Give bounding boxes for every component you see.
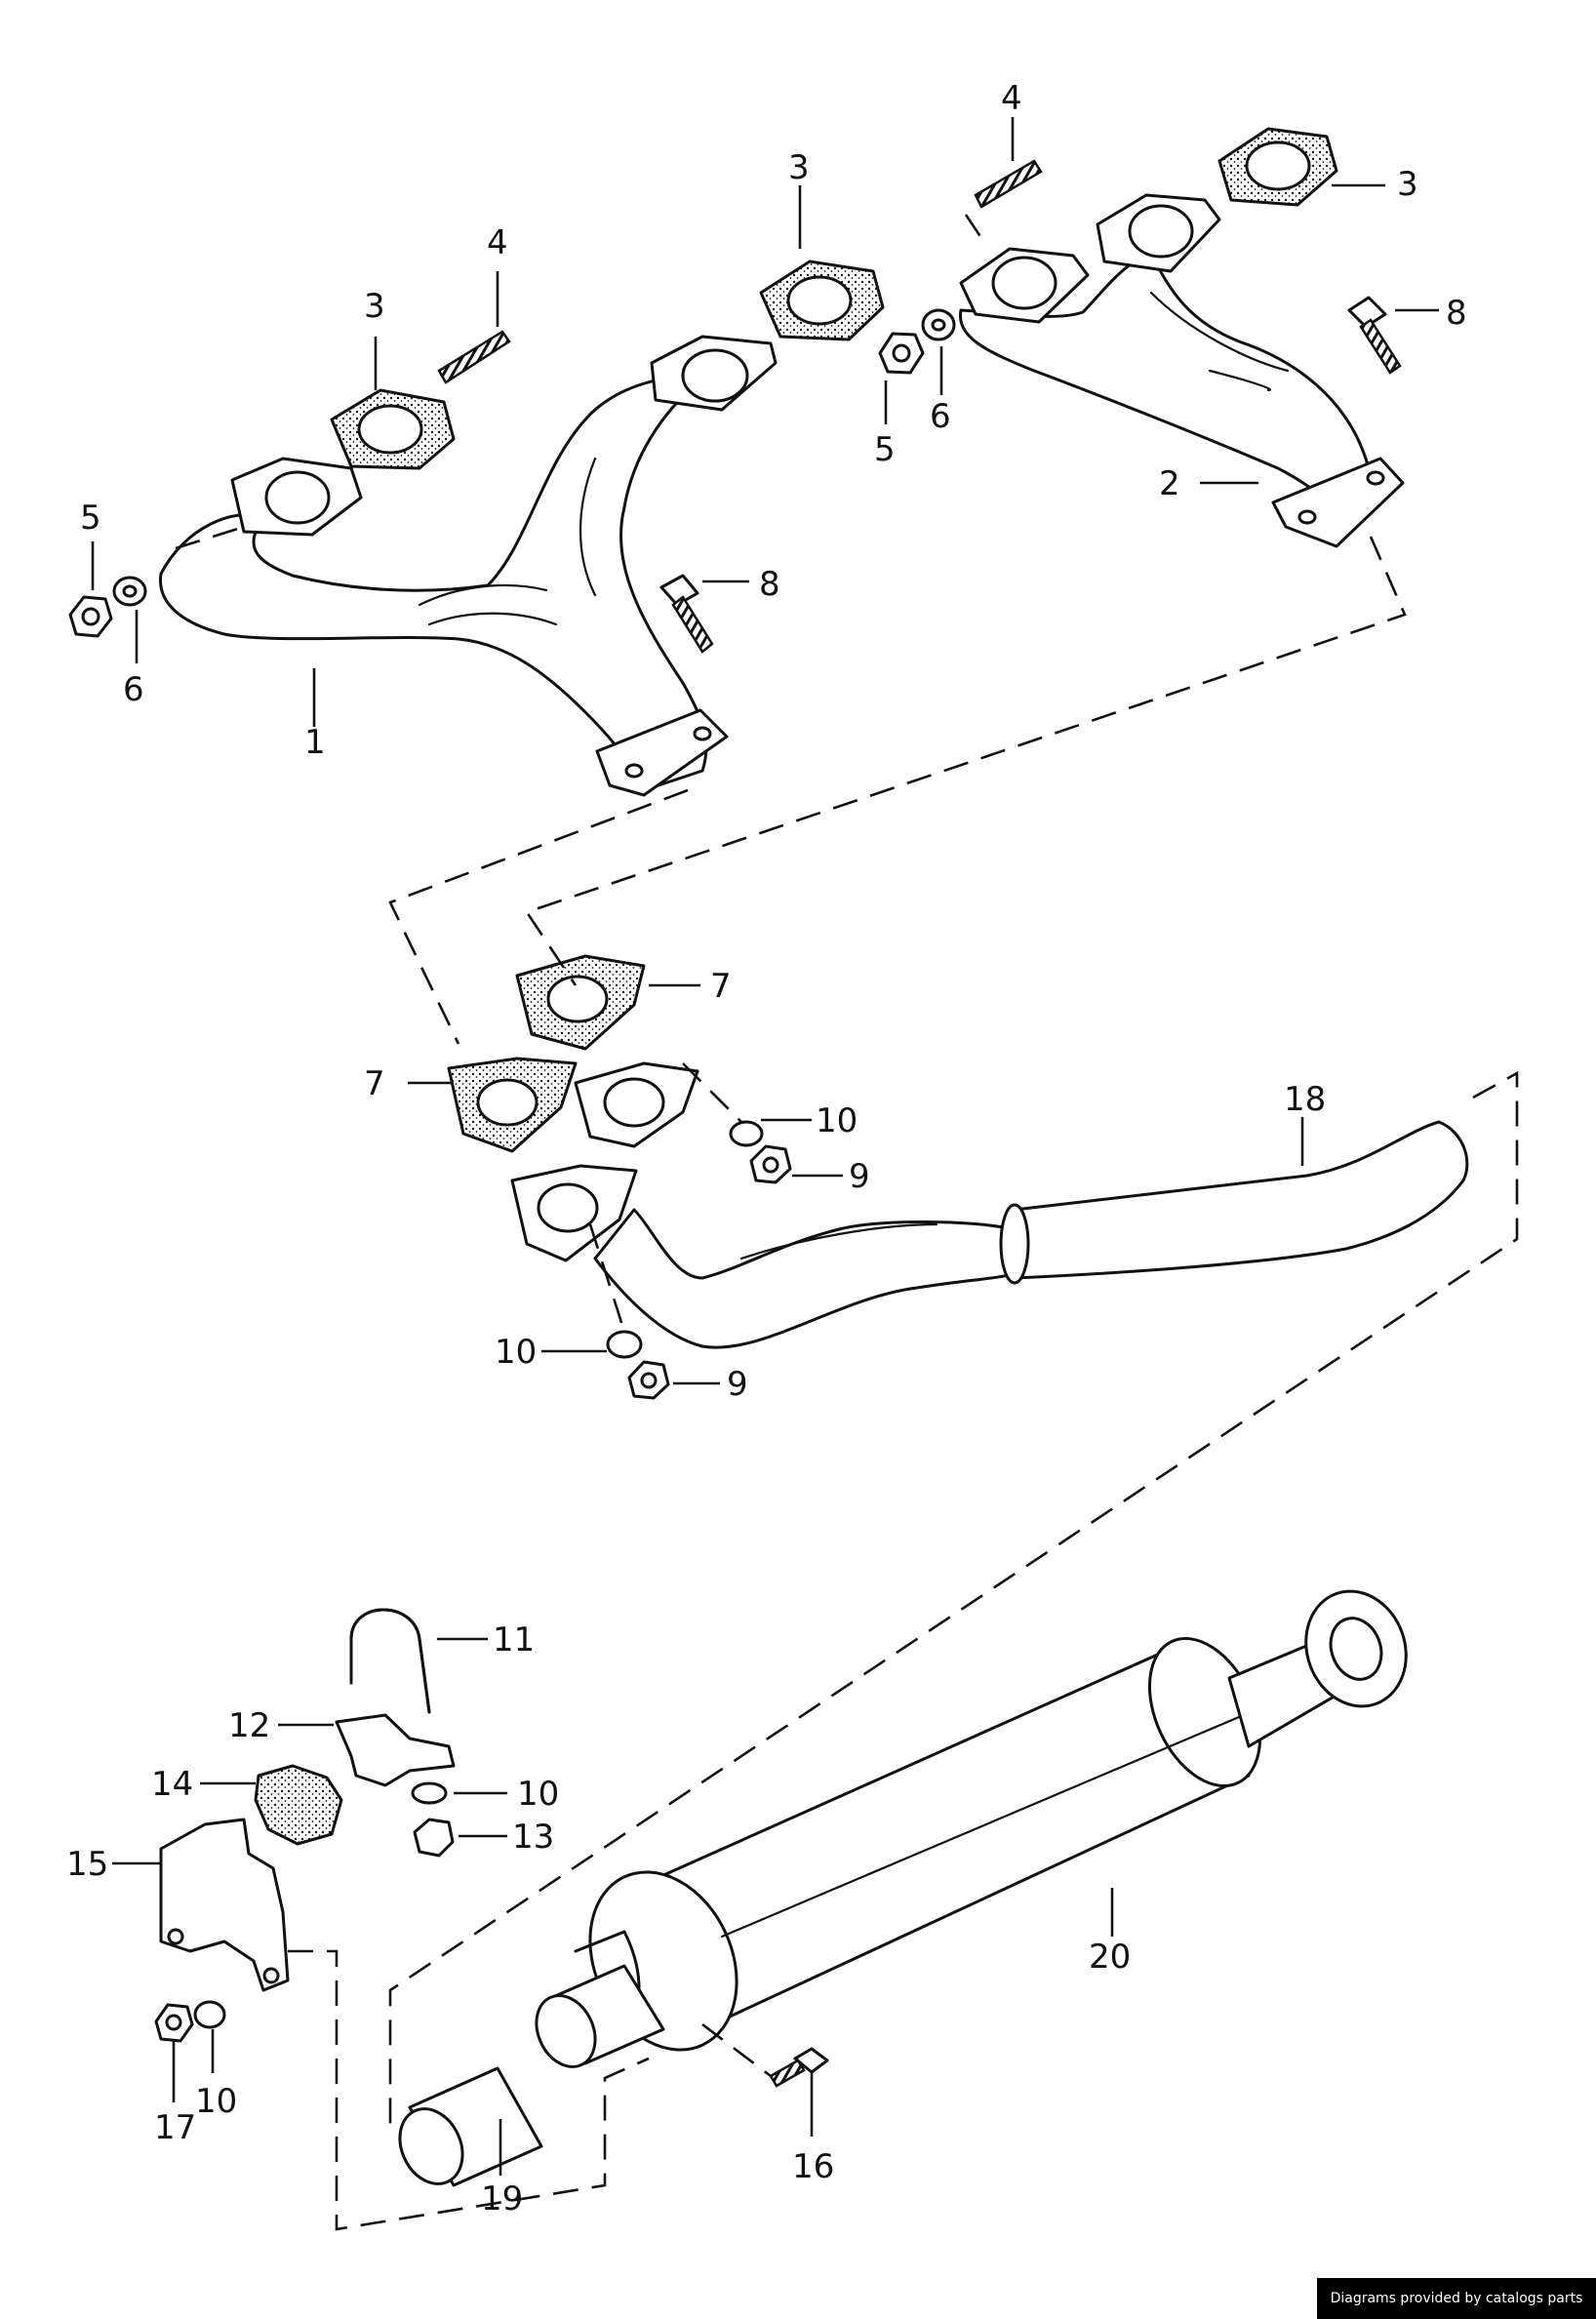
part-12-clamp-plate [335, 1713, 456, 1787]
part-7-gasket-lower [447, 1057, 578, 1153]
callout-4-right: 4 [1001, 79, 1022, 118]
callout-10-lower: 10 [495, 1333, 537, 1372]
callout-9-lower: 9 [727, 1365, 748, 1404]
callout-6-left: 6 [123, 670, 144, 709]
callout-12: 12 [228, 1706, 270, 1745]
callout-3-left: 3 [364, 287, 385, 326]
callout-18: 18 [1284, 1080, 1326, 1119]
part-19-tail-pipe-sleeve [398, 1964, 665, 2187]
part-10-washer-bracket [411, 1781, 448, 1805]
part-9-nut-lower [627, 1360, 670, 1400]
callout-10-bottom: 10 [195, 2082, 237, 2121]
part-2-right-exhaust-manifold [958, 193, 1405, 548]
callout-7-upper: 7 [710, 967, 732, 1006]
part-3-gasket-center [759, 260, 885, 341]
callout-9-upper: 9 [849, 1157, 870, 1196]
callout-16: 16 [792, 2147, 834, 2186]
callout-10-upper: 10 [816, 1101, 858, 1140]
part-11-u-bolt [349, 1608, 431, 1714]
callout-17: 17 [154, 2108, 196, 2147]
part-16-bolt [769, 2047, 829, 2088]
callout-5-left: 5 [80, 499, 101, 538]
callout-13: 13 [512, 1818, 554, 1857]
part-10-washer-bottom [193, 2000, 226, 2029]
part-8-bolt-right [1347, 296, 1402, 375]
part-4-stud-right [974, 159, 1043, 209]
part-13-nut-bracket [413, 1818, 455, 1858]
part-6-washer-left [112, 576, 147, 607]
part-3-gasket-left [330, 388, 456, 470]
part-7-gasket-upper [515, 954, 646, 1051]
callout-1: 1 [304, 723, 326, 762]
part-20-muffler [574, 1589, 1408, 2052]
callout-11: 11 [493, 1620, 535, 1659]
footer-credit: Diagrams provided by catalogs parts [1317, 2278, 1596, 2319]
part-18-front-exhaust-pipe [510, 1061, 1469, 1349]
leader-lines [91, 117, 1439, 2176]
callout-5-right: 5 [874, 430, 896, 469]
part-6-washer-right [921, 308, 956, 341]
callout-7-lower: 7 [364, 1064, 385, 1103]
part-1-left-exhaust-manifold [158, 335, 778, 797]
part-10-washer-upper [729, 1120, 764, 1147]
callout-3-right: 3 [1397, 165, 1418, 204]
callout-10-bracket: 10 [517, 1775, 559, 1814]
part-14-rubber-mount [254, 1764, 343, 1846]
part-17-nut [154, 2003, 194, 2043]
callout-4-left: 4 [487, 223, 508, 262]
part-4-stud-left [437, 330, 511, 384]
callout-15: 15 [66, 1845, 108, 1884]
callout-2: 2 [1159, 464, 1180, 503]
callout-8-right: 8 [1446, 294, 1467, 333]
part-9-nut-upper [749, 1144, 792, 1184]
callout-8-left: 8 [759, 565, 780, 604]
part-8-bolt-left [659, 574, 714, 654]
part-3-gasket-right [1217, 127, 1338, 207]
callout-19: 19 [481, 2179, 523, 2219]
part-5-nut-right [878, 332, 925, 375]
part-15-hanger-bracket [159, 1818, 290, 1992]
callout-3-center: 3 [788, 148, 810, 187]
callout-labels: 5 6 1 3 4 3 4 3 8 2 5 6 8 7 7 10 9 18 10… [66, 79, 1467, 2219]
part-5-nut-left [68, 595, 113, 638]
callout-20: 20 [1089, 1938, 1131, 1977]
callout-6-right: 6 [930, 397, 951, 436]
callout-14: 14 [151, 1765, 193, 1804]
part-10-washer-lower [606, 1330, 643, 1359]
assembly-dashed-lines [175, 214, 1519, 2231]
